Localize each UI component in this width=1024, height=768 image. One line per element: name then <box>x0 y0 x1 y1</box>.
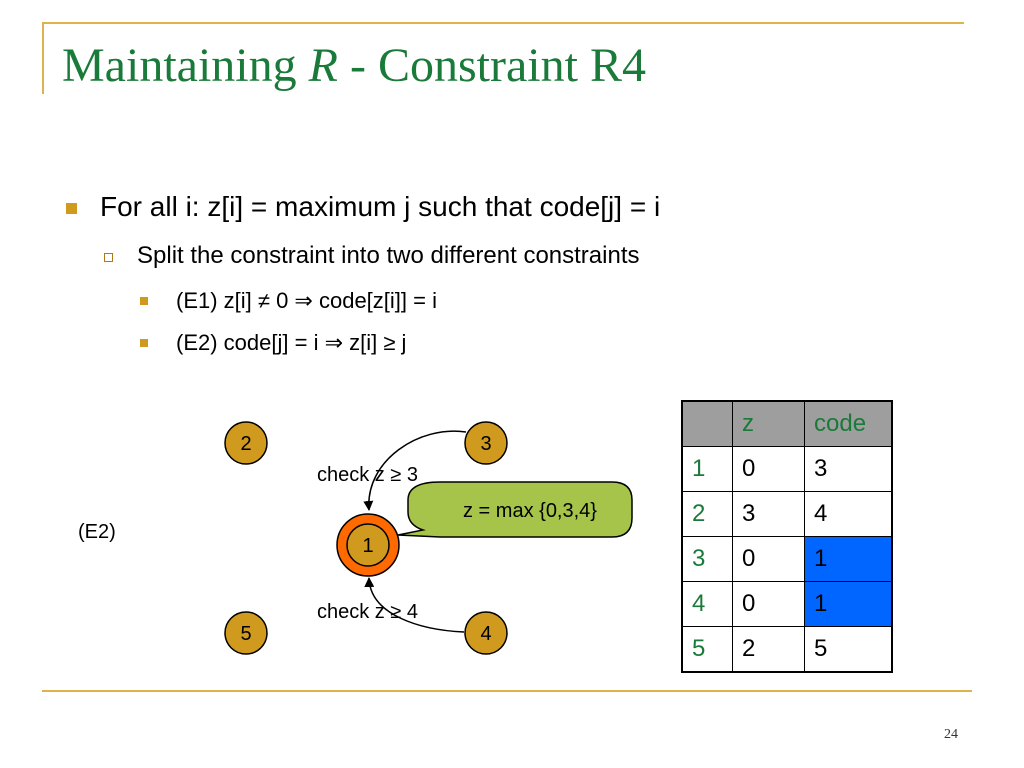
table-row: 1 0 3 <box>681 446 893 492</box>
z-cell: 0 <box>732 536 805 582</box>
node-3: 3 <box>464 421 508 465</box>
check-top-label: check z ≥ 3 <box>317 464 418 486</box>
bullet-e1: (E1) z[i] ≠ 0 ⇒ code[z[i]] = i <box>176 288 437 313</box>
bullet-hollow-square-icon <box>104 253 113 262</box>
table-row: 3 0 1 <box>681 536 893 582</box>
row-index: 3 <box>681 536 733 582</box>
check-bottom-label: check z ≥ 4 <box>317 601 418 623</box>
node-1: 1 <box>336 513 400 577</box>
node-3-label: 3 <box>480 433 491 455</box>
left-rule <box>42 22 44 94</box>
code-cell: 4 <box>804 491 893 537</box>
bullet-square-icon <box>140 339 148 347</box>
z-cell: 2 <box>732 626 805 673</box>
bullet-level1: For all i: z[i] = maximum j such that co… <box>100 191 661 222</box>
z-cell: 3 <box>732 491 805 537</box>
table-header-row: z code <box>681 400 893 447</box>
callout-text: z = max {0,3,4} <box>463 500 597 522</box>
row-index: 2 <box>681 491 733 537</box>
arrow-4-to-1 <box>364 577 465 633</box>
node-4: 4 <box>464 611 508 655</box>
arrow-3-to-1 <box>363 430 467 511</box>
row-index: 4 <box>681 581 733 627</box>
row-index: 1 <box>681 446 733 492</box>
node-1-label: 1 <box>362 535 373 557</box>
table-row: 2 3 4 <box>681 491 893 537</box>
node-4-label: 4 <box>480 623 491 645</box>
code-cell: 5 <box>804 626 893 673</box>
title-suffix: - Constraint R4 <box>337 39 646 92</box>
node-5-label: 5 <box>240 623 251 645</box>
node-5: 5 <box>224 611 268 655</box>
code-cell: 1 <box>804 581 893 627</box>
page-number: 24 <box>944 727 958 742</box>
callout-bubble <box>397 481 633 538</box>
title-prefix: Maintaining <box>62 39 309 92</box>
row-index: 5 <box>681 626 733 673</box>
case-label: (E2) <box>78 521 116 543</box>
table-header-cell <box>681 400 733 447</box>
top-rule <box>42 22 964 24</box>
z-cell: 0 <box>732 581 805 627</box>
code-cell: 1 <box>804 536 893 582</box>
table-header-cell: code <box>804 400 893 447</box>
z-cell: 0 <box>732 446 805 492</box>
footer-rule <box>42 690 972 692</box>
table-header-cell: z <box>732 400 805 447</box>
table-row: 5 2 5 <box>681 626 893 673</box>
bullet-square-icon <box>66 203 77 214</box>
node-2: 2 <box>224 421 268 465</box>
bullet-square-icon <box>140 297 148 305</box>
bullet-e2: (E2) code[j] = i ⇒ z[i] ≥ j <box>176 330 407 355</box>
slide-title: Maintaining R - Constraint R4 <box>62 38 646 93</box>
title-script-r: R <box>308 39 338 92</box>
node-2-label: 2 <box>240 433 251 455</box>
code-cell: 3 <box>804 446 893 492</box>
bullet-level2: Split the constraint into two different … <box>137 242 640 269</box>
table-row: 4 0 1 <box>681 581 893 627</box>
z-code-table: z code 1 0 3 2 3 4 3 0 1 4 0 1 5 2 5 <box>681 400 893 673</box>
